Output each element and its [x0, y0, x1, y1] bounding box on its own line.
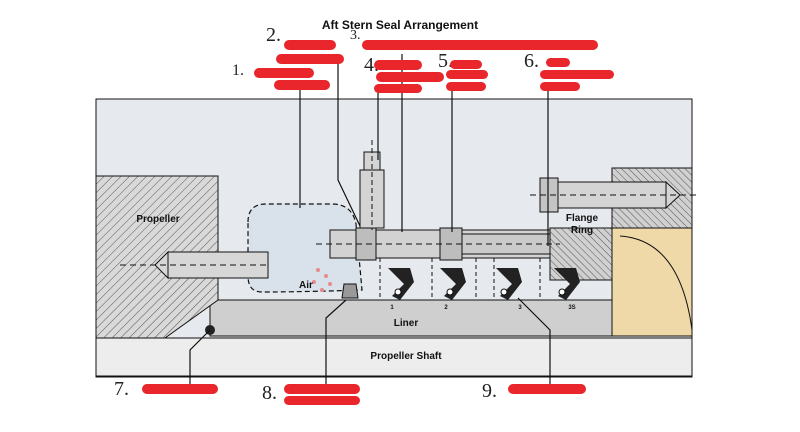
label-seal-3: 3 — [518, 305, 522, 311]
bearing-curve — [619, 235, 693, 331]
garter-springs — [394, 288, 566, 296]
redaction-1b — [274, 80, 330, 90]
label-ring: Ring — [571, 225, 593, 236]
redaction-4c — [374, 84, 422, 93]
propeller-hub — [95, 175, 219, 339]
air-bubbles — [312, 268, 332, 292]
lip-seals — [388, 268, 580, 300]
callout-7: 7. — [114, 378, 129, 400]
redaction-4b — [376, 72, 444, 82]
callout-2: 2. — [266, 24, 281, 46]
leader-lines — [189, 54, 551, 390]
redaction-5a — [450, 60, 482, 69]
liner — [209, 299, 631, 337]
redaction-5c — [446, 82, 486, 91]
label-propeller-shaft: Propeller Shaft — [370, 351, 442, 362]
redaction-6b — [540, 70, 614, 79]
label-propeller: Propeller — [136, 214, 179, 225]
redaction-3 — [362, 40, 598, 50]
callout-9: 9. — [482, 380, 497, 402]
seal-ring-dividers — [379, 258, 541, 300]
label-flange: Flange — [566, 213, 599, 224]
redaction-6a — [546, 58, 570, 67]
label-seal-1: 1 — [390, 305, 394, 311]
redaction-4a — [374, 60, 422, 70]
callout-3: 3. — [350, 28, 361, 43]
label-seal-2: 2 — [444, 305, 448, 311]
redaction-2a — [284, 40, 336, 50]
label-air: Air — [299, 280, 313, 291]
label-liner: Liner — [394, 318, 419, 329]
callout-8: 8. — [262, 382, 277, 404]
redaction-1a — [254, 68, 314, 78]
diagram-title: Aft Stern Seal Arrangement — [321, 18, 479, 32]
air-chamber — [247, 203, 363, 293]
redaction-8a — [284, 384, 360, 394]
redaction-9 — [508, 384, 586, 394]
liner-key — [341, 283, 359, 299]
callout-6: 6. — [524, 50, 539, 72]
callout-4: 4. — [364, 54, 379, 76]
redaction-7 — [142, 384, 218, 394]
redaction-2b — [276, 54, 344, 64]
redaction-8b — [284, 396, 360, 405]
redaction-6c — [540, 82, 580, 91]
label-seal-3s: 3S — [568, 305, 575, 311]
callout-1: 1. — [232, 62, 244, 79]
callout-5: 5. — [438, 50, 453, 72]
redaction-5b — [446, 70, 488, 79]
